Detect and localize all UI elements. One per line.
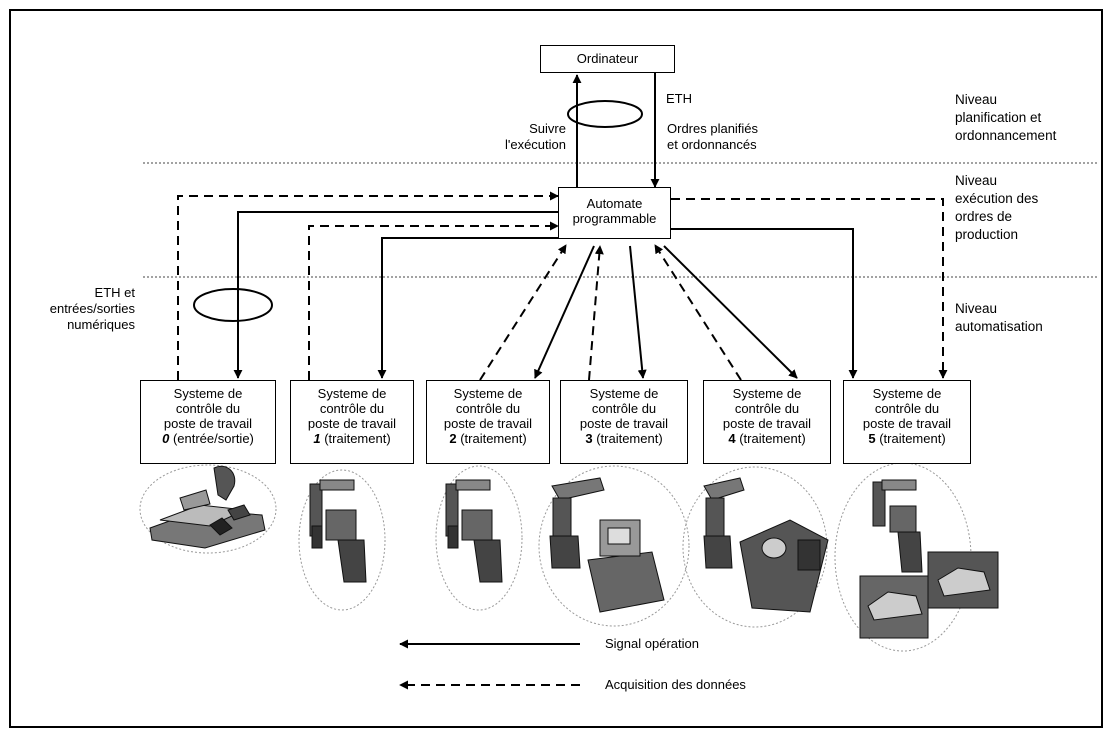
solid-plc-to-station0 <box>238 212 558 378</box>
station-2-box: Systeme de contrôle du poste de travail … <box>426 380 550 464</box>
computer-label: Ordinateur <box>577 51 638 66</box>
eth-top-label: ETH <box>666 91 692 107</box>
machine-tool-icon <box>740 520 828 612</box>
plc-box: Automate programmable <box>558 187 671 239</box>
conveyor-icon <box>150 466 265 548</box>
flow-up-label: Suivre l'exécution <box>456 121 566 153</box>
eth-top-ellipse <box>568 101 642 127</box>
solid-plc-to-station4 <box>664 246 797 378</box>
level-planning: Niveau planification et ordonnancement <box>955 91 1056 145</box>
machine-tool-icon <box>588 520 664 612</box>
computer-box: Ordinateur <box>540 45 675 73</box>
station-3-box: Systeme de contrôle du poste de travail … <box>560 380 688 464</box>
dashed-station0-to-plc <box>178 196 558 380</box>
dashed-station3-to-plc <box>589 246 600 380</box>
level-execution: Niveau exécution des ordres de productio… <box>955 172 1038 244</box>
solid-plc-to-station3 <box>630 246 643 378</box>
station-1-box: Systeme de contrôle du poste de travail … <box>290 380 414 464</box>
plc-label-line1: Automate <box>559 196 670 211</box>
eth-left-label: ETH et entrées/sorties numériques <box>25 285 135 333</box>
dashed-station1-to-plc <box>309 226 558 380</box>
solid-plc-to-station2 <box>535 246 594 378</box>
dashed-station2-to-plc <box>480 245 566 380</box>
robot-arm-icon <box>550 478 604 568</box>
level-automation: Niveau automatisation <box>955 300 1043 336</box>
dashed-station4-to-plc <box>655 245 741 380</box>
legend-dashed-label: Acquisition des données <box>605 677 746 693</box>
station-5-box: Systeme de contrôle du poste de travail … <box>843 380 971 464</box>
robot-arm-icon <box>446 480 502 582</box>
dashed-plc-to-station5 <box>671 199 943 378</box>
flow-down-label: Ordres planifiés et ordonnancés <box>667 121 758 153</box>
plc-label-line2: programmable <box>559 211 670 226</box>
robot-arm-icon <box>704 478 744 568</box>
robot-arm-icon <box>873 480 922 572</box>
legend-solid-label: Signal opération <box>605 636 699 652</box>
solid-plc-to-station5 <box>671 229 853 378</box>
station-4-box: Systeme de contrôle du poste de travail … <box>703 380 831 464</box>
vehicle-icon <box>860 552 998 638</box>
robot-arm-icon <box>310 480 366 582</box>
eth-left-ellipse <box>194 289 272 321</box>
station-0-box: Systeme de contrôle du poste de travail … <box>140 380 276 464</box>
